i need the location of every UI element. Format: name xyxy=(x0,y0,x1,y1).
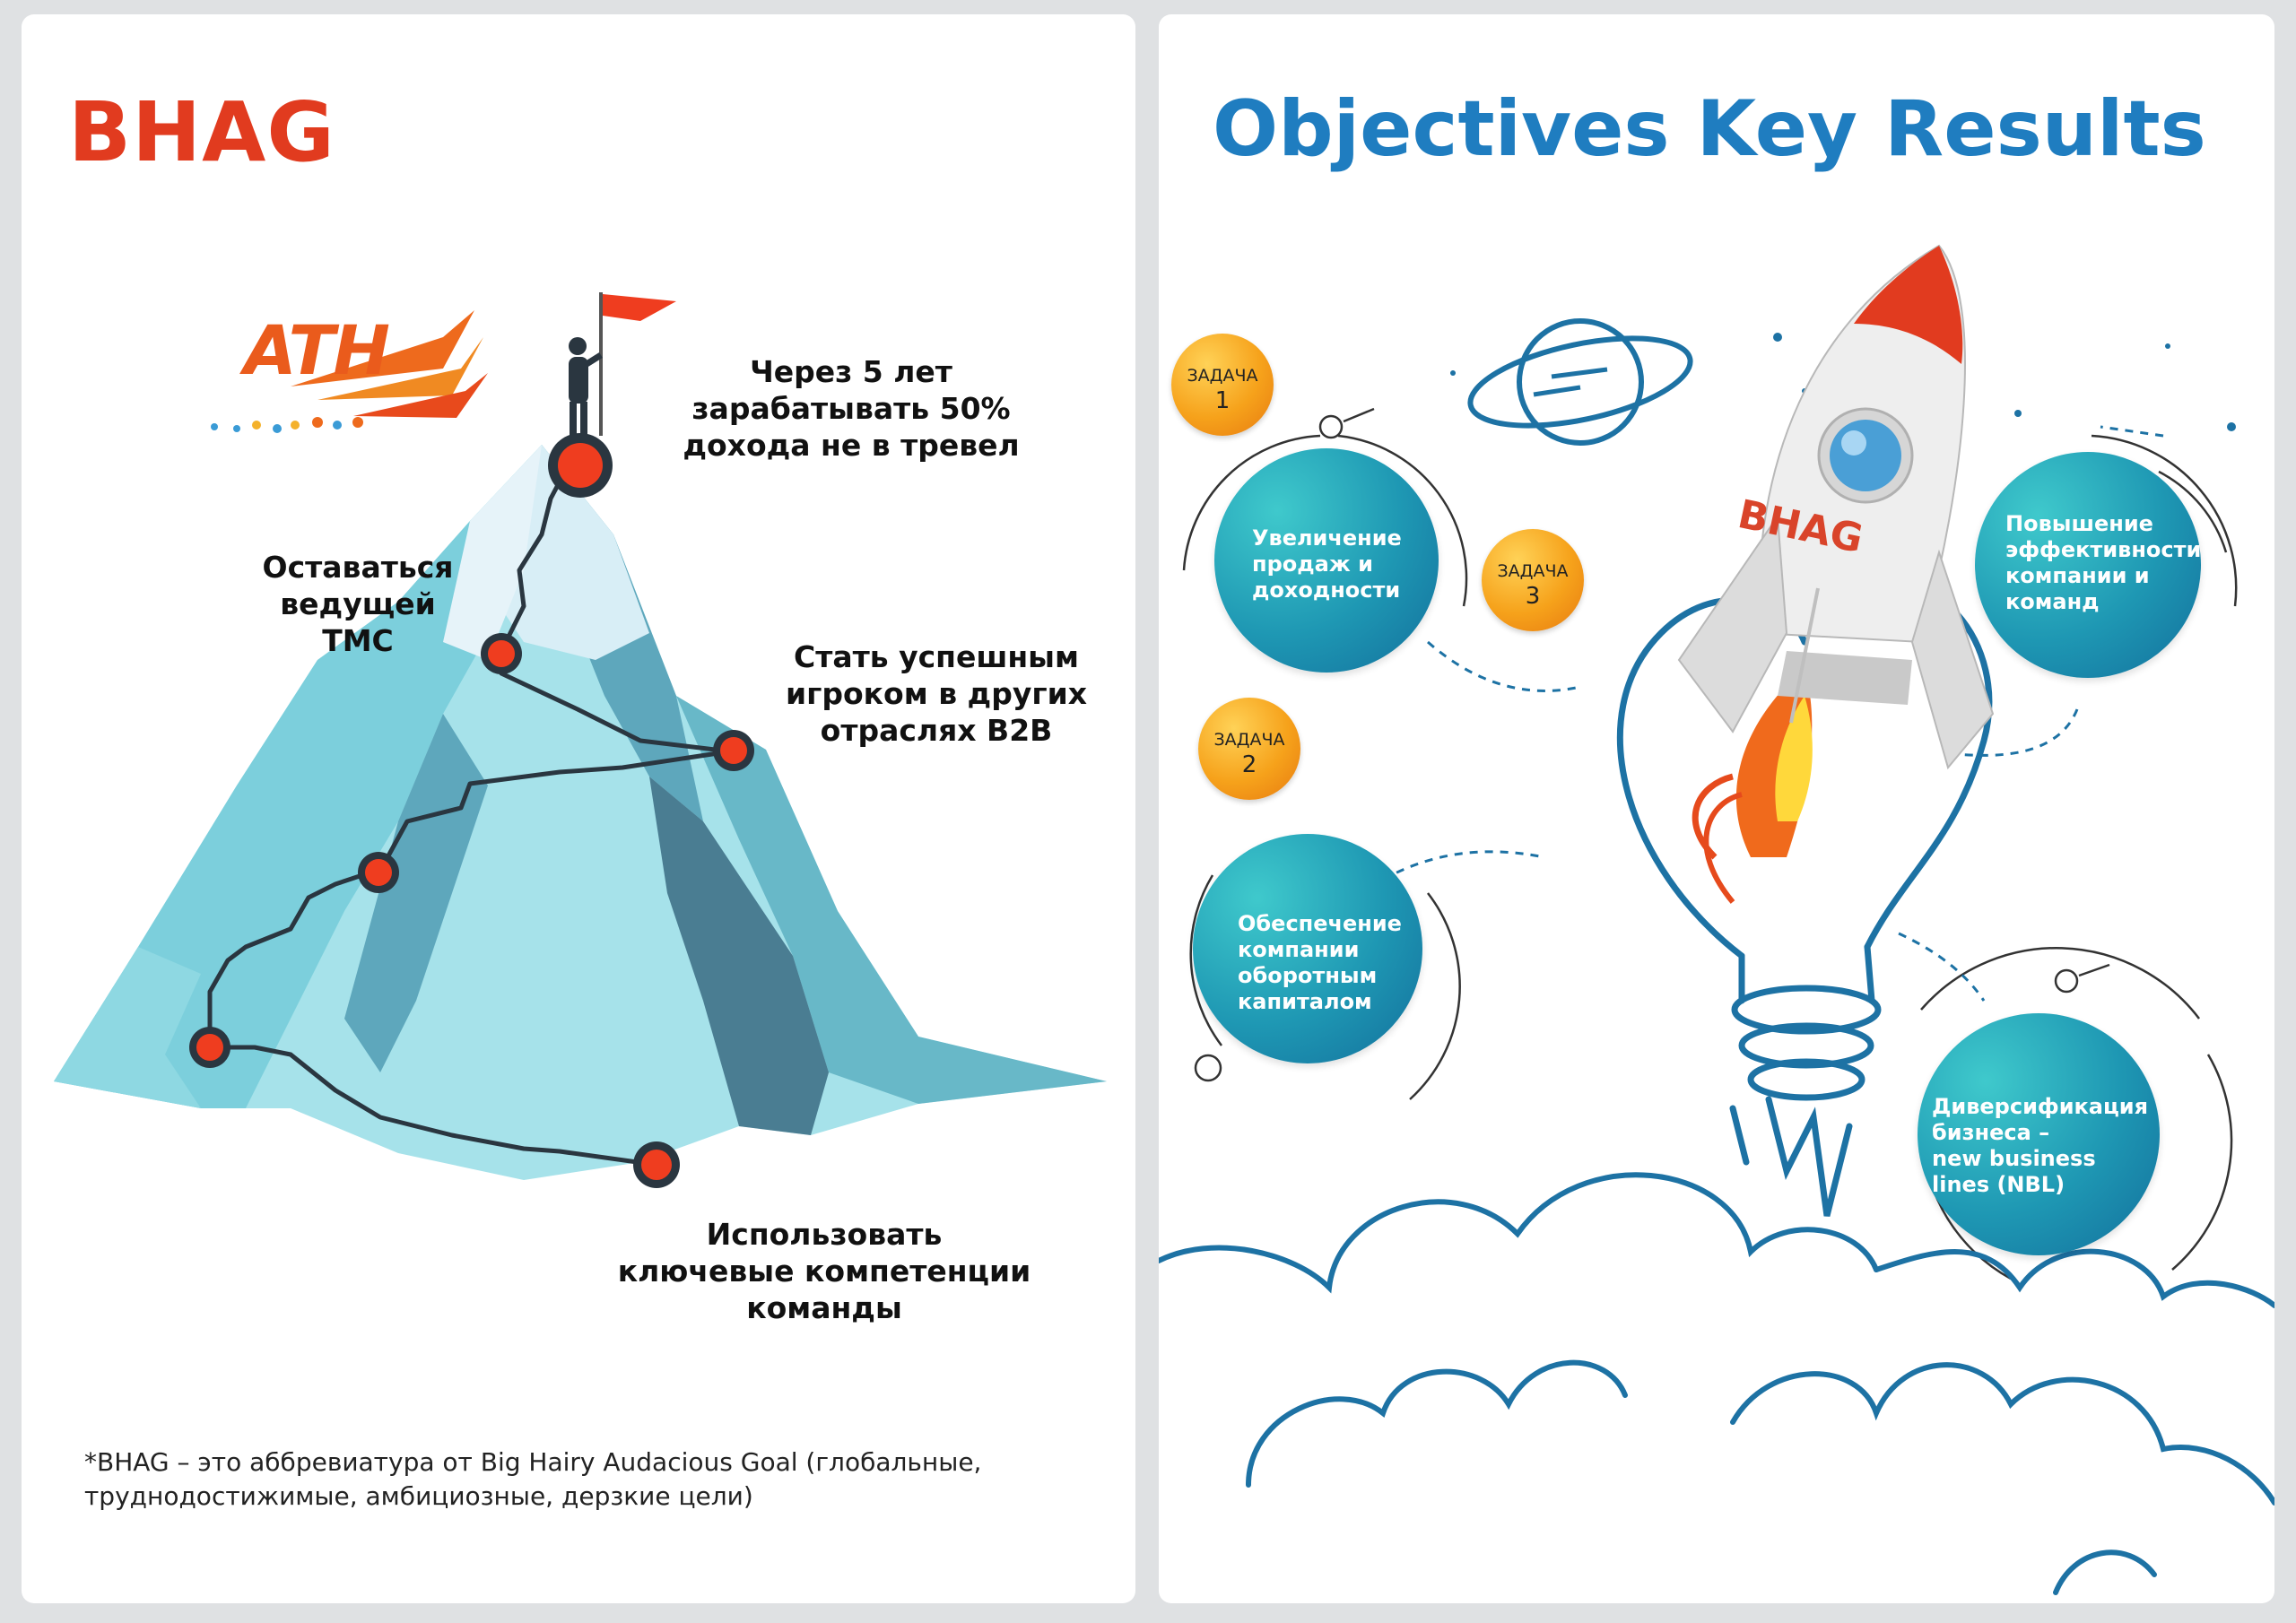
task-label: ЗАДАЧА xyxy=(1213,730,1285,750)
objective-line: эффективности xyxy=(2005,537,2202,562)
objective-line: продаж и xyxy=(1252,551,1373,577)
dashed-connectors xyxy=(1382,425,2164,1002)
footnote-line: *BHAG – это аббревиатура от Big Hairy Au… xyxy=(84,1447,982,1477)
goal-line: ключевые компетенции xyxy=(617,1254,1031,1289)
objective-line: оборотным xyxy=(1238,963,1378,988)
objective-line: Увеличение xyxy=(1252,525,1402,551)
goal-line: игроком в других xyxy=(786,676,1087,711)
objective-line: new business xyxy=(1932,1146,2096,1171)
goal-line: Оставаться xyxy=(262,550,454,585)
bhag-footnote: *BHAG – это аббревиатура от Big Hairy Au… xyxy=(84,1445,1089,1514)
goal-line: зарабатывать 50% xyxy=(691,391,1011,426)
objective-text: Обеспечение компании оборотным капиталом xyxy=(1238,911,1402,1015)
goal-income: Через 5 лет зарабатывать 50% дохода не в… xyxy=(667,353,1035,464)
orbit-arcs xyxy=(1182,434,2238,1280)
task-badge-1: ЗАДАЧА 1 xyxy=(1171,334,1274,436)
bhag-title: BHAG xyxy=(68,84,335,180)
objective-diversification: Диверсификация бизнеса – new business li… xyxy=(1918,1013,2160,1255)
objective-line: команд xyxy=(2005,589,2100,614)
okr-panel: Objectives Key Results xyxy=(1159,14,2274,1603)
objective-line: Обеспечение xyxy=(1238,911,1402,936)
task-label: ЗАДАЧА xyxy=(1497,561,1569,581)
planet-icon xyxy=(1467,318,1693,446)
objective-working-capital: Обеспечение компании оборотным капиталом xyxy=(1193,834,1422,1063)
task-number: 1 xyxy=(1214,387,1231,414)
goal-line: дохода не в тревел xyxy=(683,428,1020,463)
objective-text: Повышение эффективности компании и коман… xyxy=(2005,511,2201,615)
mountain-illustration xyxy=(54,292,1107,1188)
objective-line: Повышение xyxy=(2005,511,2153,536)
goal-line: ведущей xyxy=(280,586,436,621)
objective-text: Увеличение продаж и доходности xyxy=(1252,525,1402,603)
ath-logo-wings xyxy=(211,310,488,433)
goal-leading-tmc: Оставаться ведущей ТМС xyxy=(210,549,506,659)
footnote-line: труднодостижимые, амбициозные, дерзкие ц… xyxy=(84,1481,753,1511)
task-label: ЗАДАЧА xyxy=(1187,366,1258,386)
milestone-dots xyxy=(189,433,754,1188)
goal-line: команды xyxy=(746,1290,902,1325)
bhag-panel: BHAG xyxy=(22,14,1135,1603)
goal-b2b: Стать успешным игроком в других отраслях… xyxy=(748,638,1125,749)
rocket-illustration xyxy=(1159,244,2274,1595)
goal-line: отраслях B2B xyxy=(820,713,1053,748)
objective-efficiency: Повышение эффективности компании и коман… xyxy=(1975,452,2201,678)
objective-sales: Увеличение продаж и доходности xyxy=(1214,448,1439,673)
goal-line: Через 5 лет xyxy=(750,354,952,389)
task-badge-3: ЗАДАЧА 3 xyxy=(1482,529,1584,631)
task-number: 2 xyxy=(1241,751,1257,778)
goal-line: ТМС xyxy=(322,623,394,658)
task-badge-2: ЗАДАЧА 2 xyxy=(1198,698,1300,800)
mountain xyxy=(54,445,1107,1180)
goal-competencies: Использовать ключевые компетенции команд… xyxy=(587,1216,1062,1326)
rocket-icon xyxy=(1677,244,1995,904)
objective-line: капиталом xyxy=(1238,989,1372,1014)
goal-line: Использовать xyxy=(706,1217,943,1252)
objective-line: компании и xyxy=(2005,563,2150,588)
objective-line: lines (NBL) xyxy=(1932,1172,2066,1197)
objective-text: Диверсификация бизнеса – new business li… xyxy=(1932,1094,2148,1198)
climber-flag-icon xyxy=(569,292,676,438)
objective-line: компании xyxy=(1238,937,1360,962)
okr-title: Objectives Key Results xyxy=(1213,84,2206,174)
task-number: 3 xyxy=(1525,583,1541,610)
objective-line: доходности xyxy=(1252,577,1401,603)
clouds xyxy=(1159,1172,2274,1595)
goal-line: Стать успешным xyxy=(793,639,1079,674)
ath-logo: ATH xyxy=(244,310,390,390)
objective-line: Диверсификация xyxy=(1932,1094,2149,1119)
objective-line: бизнеса – xyxy=(1932,1120,2050,1145)
